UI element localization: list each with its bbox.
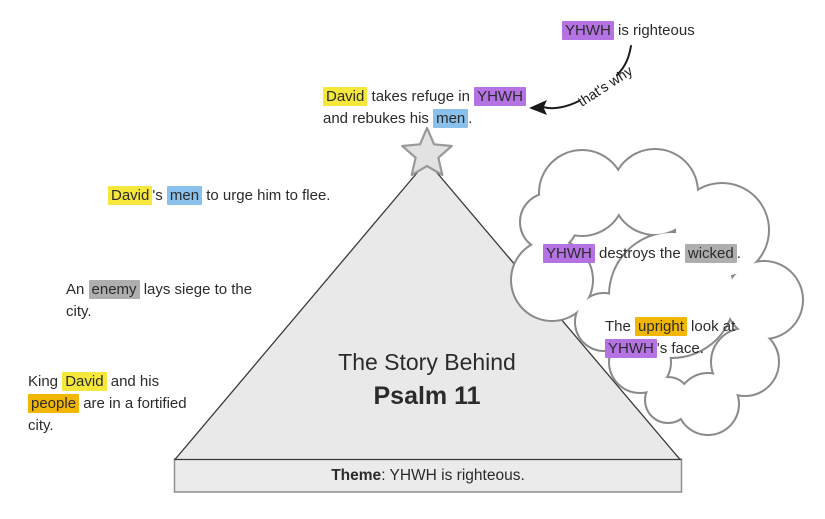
note-yhwh-is-righteous: YHWH is righteous	[562, 20, 695, 42]
title-line-1: The Story Behind	[338, 349, 516, 375]
note-yhwh-destroys-wicked: YHWH destroys the wicked.	[543, 243, 741, 265]
thats-why-arrow	[529, 45, 632, 115]
title-line-2: Psalm 11	[373, 382, 481, 410]
summit-star-icon	[401, 126, 453, 177]
theme-base-shape	[173, 458, 683, 493]
pyramid-title: The Story Behind Psalm 11	[277, 346, 577, 414]
theme-text: Theme: YHWH is righteous.	[331, 466, 525, 484]
note-men-urge-flee: David's men to urge him to flee.	[108, 185, 330, 207]
arrowhead-icon	[529, 100, 547, 115]
